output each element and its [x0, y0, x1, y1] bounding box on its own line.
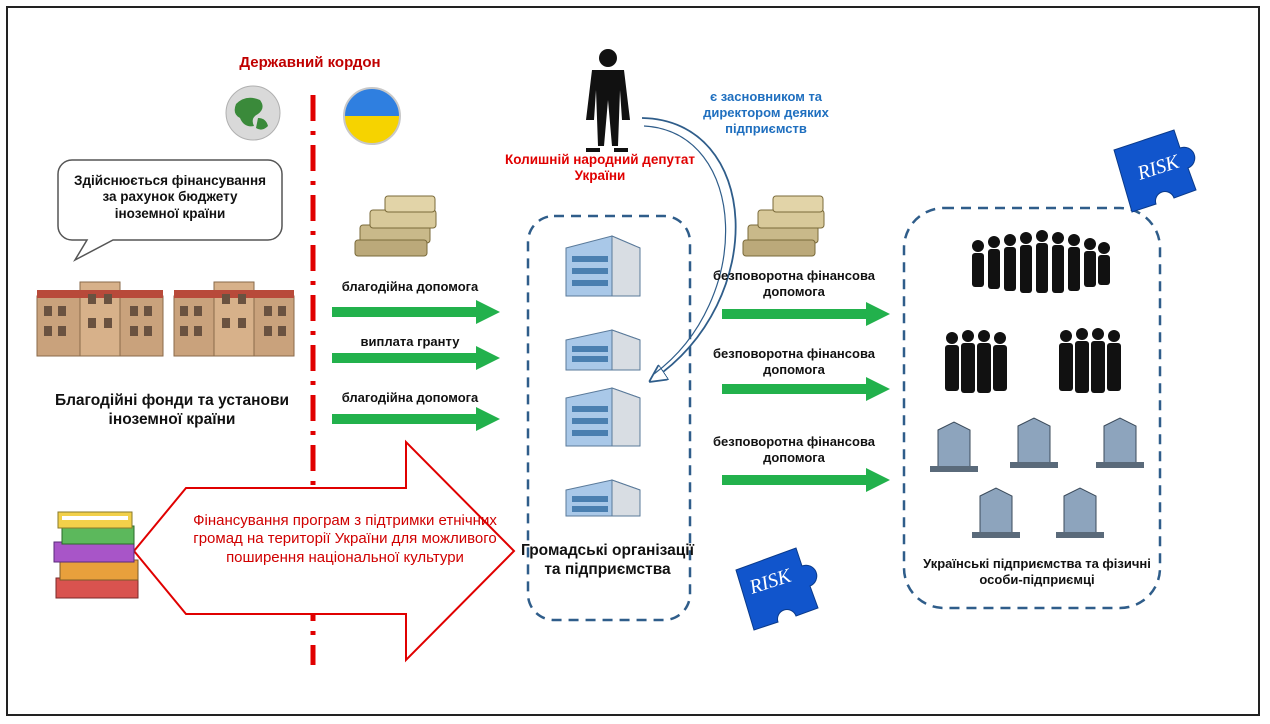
founder-relation-label: є засновником та директором деяких підпр…	[703, 89, 829, 136]
office-building-icon	[1096, 417, 1144, 468]
books-icon	[53, 511, 139, 599]
risk-puzzle-icon: RISK	[1113, 129, 1197, 213]
speech-bubble	[57, 159, 283, 262]
arrow-label-aid-2: безповоротна фінансова допомога	[712, 346, 876, 377]
office-building-icon	[972, 487, 1020, 538]
globe-icon	[225, 85, 281, 141]
people-group-icon	[945, 330, 1007, 393]
former-deputy-label: Колишній народний депутат України	[505, 152, 695, 184]
foundation-building-icon	[173, 281, 295, 357]
founder-link-arrow	[641, 117, 737, 380]
green-arrow	[332, 346, 500, 370]
big-arrow-text: Фінансування програм з підтримки етнічни…	[193, 512, 497, 566]
diagram-frame	[6, 6, 1260, 716]
office-building-icon	[1010, 417, 1058, 468]
office-building-icon	[1056, 487, 1104, 538]
big-arrow-shape	[132, 439, 516, 663]
arrow-label-aid-3: безповоротна фінансова допомога	[712, 434, 876, 465]
state-border-label: Державний кордон	[239, 54, 381, 71]
bubble-text: Здійснюється фінансування за рахунок бюд…	[74, 173, 266, 221]
arrow-label-aid: безповоротна фінансова допомога	[712, 268, 876, 299]
ukraine-flag-icon	[343, 87, 401, 145]
arrow-label-charity-2: благодійна допомога	[341, 390, 479, 405]
enterprises-box	[902, 206, 1162, 610]
green-arrow	[332, 407, 500, 431]
risk-puzzle-icon: RISK	[735, 547, 819, 631]
green-arrow	[722, 377, 890, 401]
office-building-icon	[930, 421, 978, 472]
green-arrow	[332, 300, 500, 324]
people-group-icon	[1059, 328, 1121, 393]
green-arrow	[722, 468, 890, 492]
green-arrow	[722, 302, 890, 326]
businessman-icon	[586, 49, 630, 152]
office-building-icon	[565, 235, 641, 297]
office-building-icon	[565, 329, 641, 371]
arrow-label-charity: благодійна допомога	[341, 279, 479, 294]
office-building-icon	[565, 479, 641, 517]
office-building-icon	[565, 387, 641, 447]
foundation-building-icon	[36, 281, 164, 357]
money-stack-icon	[742, 195, 825, 257]
organizations-label: Громадські організації та підприємства	[521, 542, 694, 578]
enterprises-label: Українські підприємства та фізичні особи…	[923, 556, 1151, 587]
arrow-label-grant: виплата гранту	[360, 334, 460, 349]
money-stack-icon	[354, 195, 437, 257]
organizations-box	[526, 214, 692, 622]
foundations-label: Благодійні фонди та установи іноземної к…	[54, 392, 290, 428]
people-group-icon	[972, 230, 1110, 293]
